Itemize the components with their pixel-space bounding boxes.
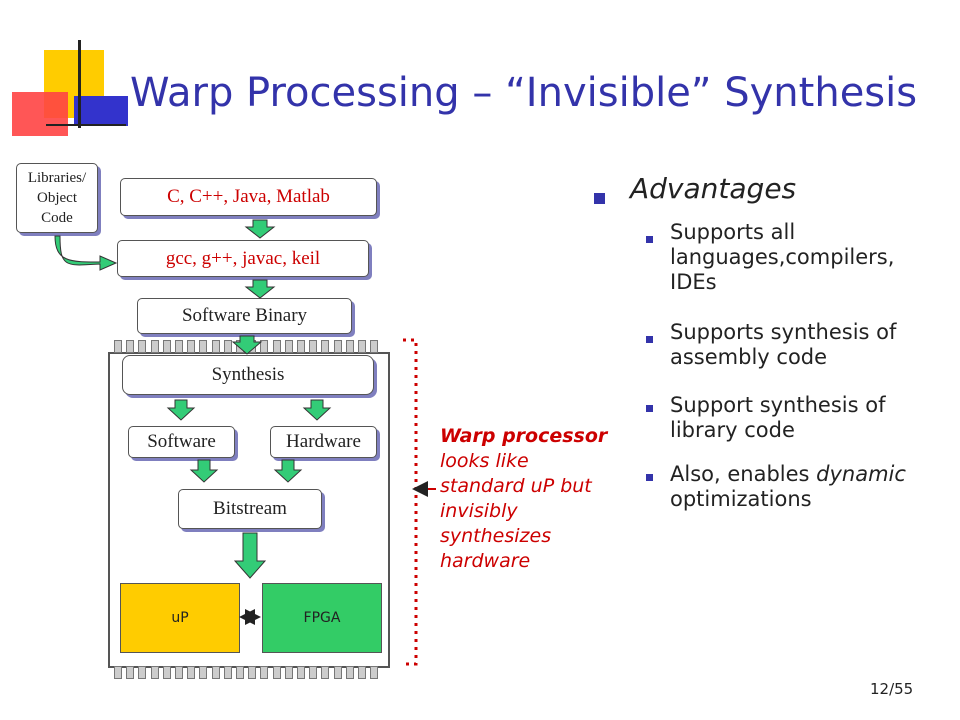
bitstream-label: Bitstream (213, 498, 287, 519)
chip-pin (126, 340, 135, 353)
up-label: uP (171, 610, 189, 626)
page-title: Warp Processing – “Invisible” Synthesis (130, 70, 918, 116)
advantage-item-4-tail: optimizations (670, 487, 812, 511)
advantages-heading: Advantages (630, 172, 797, 205)
chip-pin (345, 666, 354, 679)
synthesis-label: Synthesis (211, 364, 285, 385)
chip-pin (187, 340, 196, 353)
synthesis-box: Synthesis (122, 355, 374, 395)
warp-note: Warp processor looks like standard uP bu… (440, 424, 615, 574)
chip-pin (138, 340, 147, 353)
chip-pin (248, 666, 257, 679)
chip-pin (175, 666, 183, 679)
chip-pin (199, 340, 208, 353)
libraries-line-2: Object (37, 190, 77, 206)
chip-pin (114, 666, 122, 679)
chip-pin (333, 666, 342, 679)
compilers-box: gcc, g++, javac, keil (117, 240, 369, 277)
chip-pin (211, 340, 220, 353)
chip-pin (260, 666, 269, 679)
languages-box: C, C++, Java, Matlab (120, 178, 377, 216)
arrow-synth-to-hardware (302, 399, 332, 421)
hardware-box: Hardware (270, 426, 377, 458)
advantages-bullet (594, 193, 605, 204)
arrow-compiler-to-binary (244, 279, 276, 299)
advantage-item-4-emphasis: dynamic (816, 462, 906, 486)
fpga-block: FPGA (262, 583, 382, 653)
chip-pin (162, 340, 171, 353)
binary-box: Software Binary (137, 298, 352, 334)
chip-pin (309, 666, 318, 679)
arrow-hardware-to-bitstream (273, 459, 303, 483)
libraries-box: Libraries/ Object Code (16, 163, 98, 233)
chip-pin (150, 340, 159, 353)
advantage-item-4: Also, enables dynamic optimizations (670, 462, 940, 512)
advantage-item-4-text: Also, enables (670, 462, 810, 486)
chip-pin (370, 340, 379, 353)
arrow-libraries-to-compiler (54, 235, 118, 271)
chip-pin (187, 666, 196, 679)
chip-pin (272, 666, 281, 679)
compilers-label: gcc, g++, javac, keil (165, 247, 321, 269)
chip-pin (236, 666, 244, 679)
chip-pin (321, 340, 330, 353)
fpga-label: FPGA (303, 610, 341, 626)
chip-pin (358, 666, 366, 679)
arrow-software-to-bitstream (189, 459, 219, 483)
arrow-bitstream-to-chip (233, 532, 267, 579)
libraries-line-1: Libraries/ (27, 170, 87, 186)
logo-decoration (0, 0, 140, 140)
advantage-bullet-4 (646, 474, 653, 481)
advantage-item-1: Supports all languages,compilers, IDEs (670, 220, 895, 294)
advantage-item-2: Supports synthesis of assembly code (670, 320, 897, 369)
chip-pin (284, 340, 293, 353)
chip-pin (370, 666, 379, 679)
warp-bracket (403, 338, 418, 666)
advantage-bullet-3 (646, 405, 653, 412)
warp-note-bold: Warp processor (440, 425, 608, 447)
arrow-lang-to-compiler (244, 219, 276, 239)
chip-pin (284, 666, 293, 679)
software-label: Software (147, 431, 216, 452)
advantage-bullet-2 (646, 336, 653, 343)
up-block: uP (120, 583, 240, 653)
binary-label: Software Binary (181, 305, 308, 326)
advantage-item-3: Support synthesis of library code (670, 393, 886, 442)
arrow-binary-to-synthesis (231, 335, 263, 355)
warp-note-rest: looks like standard uP but invisibly syn… (440, 450, 592, 572)
chip-pin (333, 340, 342, 353)
advantage-bullet-1 (646, 236, 653, 243)
bitstream-box: Bitstream (178, 489, 322, 529)
chip-pin (260, 340, 269, 353)
software-box: Software (128, 426, 235, 458)
chip-pin (345, 340, 354, 353)
chip-pin (272, 340, 281, 353)
chip-pin (150, 666, 159, 679)
chip-pin (175, 340, 183, 353)
chip-pin (297, 340, 305, 353)
chip-pin (138, 666, 147, 679)
chip-pin (211, 666, 220, 679)
hardware-label: Hardware (286, 431, 361, 452)
chip-pin (358, 340, 366, 353)
languages-label: C, C++, Java, Matlab (167, 186, 330, 207)
chip-pin (321, 666, 330, 679)
chip-pin (126, 666, 135, 679)
page-number: 12/55 (870, 680, 914, 698)
chip-pin (223, 666, 232, 679)
libraries-line-3: Code (41, 210, 73, 226)
chip-pin (114, 340, 122, 353)
chip-pin (223, 340, 232, 353)
chip-pin (309, 340, 318, 353)
arrow-synth-to-software (166, 399, 196, 421)
chip-pin (199, 666, 208, 679)
chip-pin (297, 666, 305, 679)
chip-pin (162, 666, 171, 679)
